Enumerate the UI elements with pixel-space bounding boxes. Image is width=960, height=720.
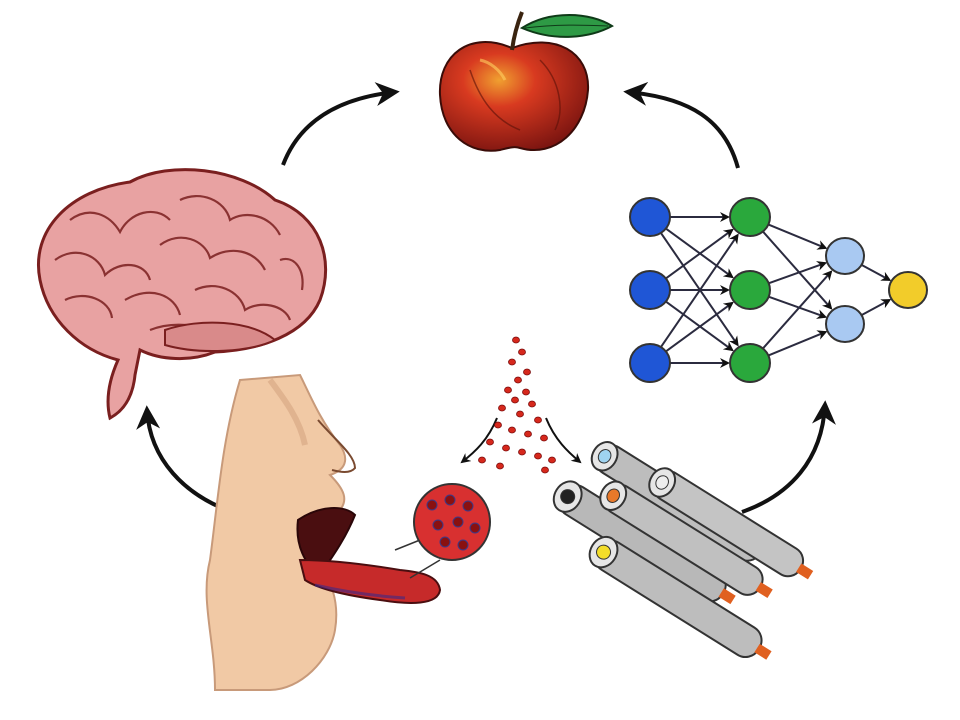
arrow-network-to-apple <box>623 81 740 169</box>
network-edge <box>860 299 892 317</box>
network-edge <box>664 228 734 280</box>
brain-icon <box>37 168 328 421</box>
network-node <box>629 343 671 383</box>
arrow-brain-to-apple <box>281 82 400 166</box>
arrow-particles-to-sensors <box>545 417 582 464</box>
network-edge <box>664 300 734 352</box>
network-node <box>629 270 671 310</box>
apple-icon <box>438 11 614 152</box>
network-edge <box>767 295 828 319</box>
network-node <box>825 305 865 343</box>
network-edge <box>664 301 734 353</box>
network-node <box>729 270 771 310</box>
particles-icon <box>478 336 556 474</box>
network-node <box>729 343 771 383</box>
network-edge <box>761 230 833 310</box>
taste-bud-zoom-icon <box>394 483 491 579</box>
network-edge <box>767 223 828 250</box>
network-node <box>888 271 928 309</box>
network-edge <box>860 263 892 281</box>
neural-network-icon <box>629 197 928 383</box>
network-node <box>629 197 671 237</box>
open-mouth-tongue-icon <box>205 373 491 691</box>
network-edge <box>767 261 828 285</box>
network-edge <box>659 232 739 347</box>
network-edge <box>664 227 734 279</box>
gas-sensor-tubes-icon <box>552 441 814 660</box>
network-node <box>729 197 771 237</box>
network-edge <box>767 330 828 357</box>
network-edge <box>761 270 833 350</box>
network-edge <box>659 233 739 348</box>
arrow-sensors-to-network <box>741 400 836 514</box>
network-node <box>825 237 865 275</box>
